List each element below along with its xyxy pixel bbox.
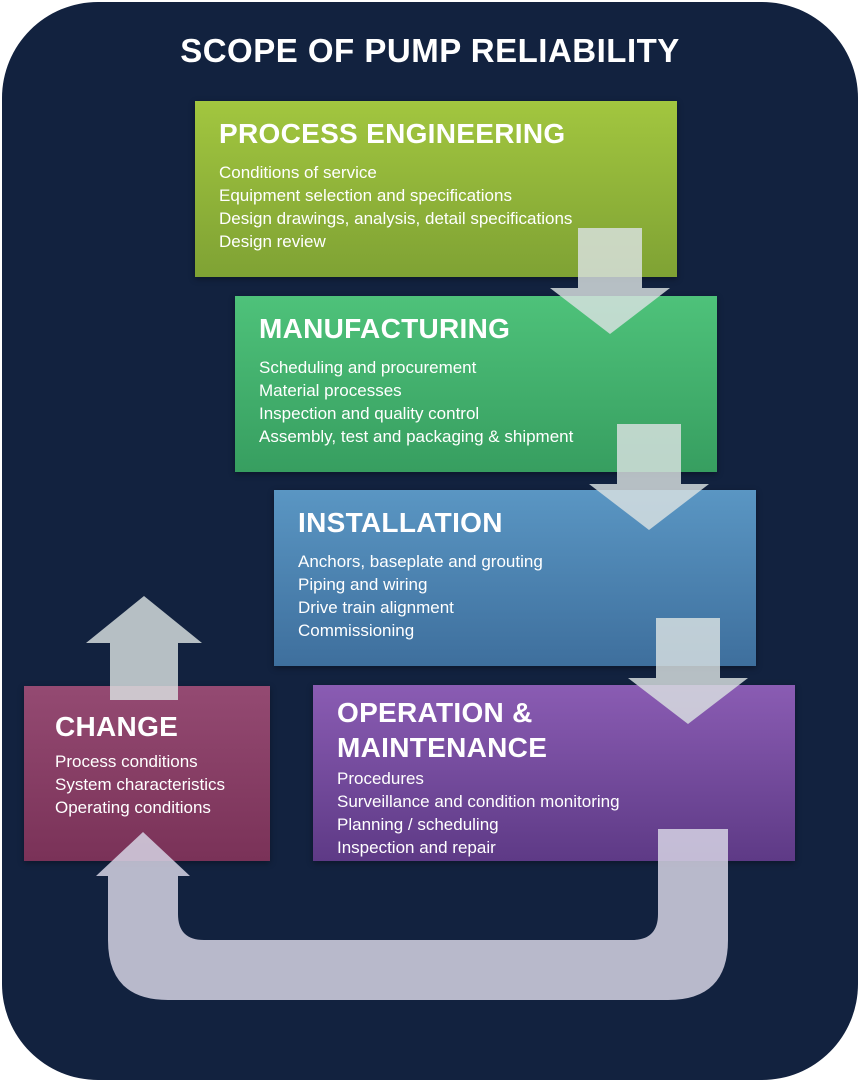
list-item: System characteristics: [55, 775, 226, 794]
operation-maintenance-list: Procedures Surveillance and condition mo…: [337, 767, 795, 859]
list-item: Procedures: [337, 769, 424, 788]
heading-line: OPERATION &: [337, 697, 533, 728]
down-arrow-icon: [589, 424, 709, 530]
list-item: Conditions of service: [219, 163, 377, 182]
process-engineering-heading: PROCESS ENGINEERING: [219, 118, 566, 149]
list-item: Drive train alignment: [298, 598, 454, 617]
list-item: Assembly, test and packaging & shipment: [259, 427, 574, 446]
operation-maintenance-heading: OPERATION & MAINTENANCE: [337, 695, 795, 765]
process-engineering-list: Conditions of service Equipment selectio…: [219, 161, 677, 253]
list-item: Design drawings, analysis, detail specif…: [219, 209, 573, 228]
down-arrow-icon: [628, 618, 748, 724]
diagram-title: SCOPE OF PUMP RELIABILITY: [180, 32, 680, 69]
manufacturing-heading: MANUFACTURING: [259, 313, 511, 344]
list-item: Process conditions: [55, 752, 198, 771]
list-item: Anchors, baseplate and grouting: [298, 552, 543, 571]
list-item: Surveillance and condition monitoring: [337, 792, 620, 811]
installation-list: Anchors, baseplate and grouting Piping a…: [298, 550, 756, 642]
list-item: Equipment selection and specifications: [219, 186, 512, 205]
installation-box: INSTALLATION Anchors, baseplate and grou…: [274, 490, 756, 666]
up-arrow-icon: [86, 596, 202, 700]
list-item: Design review: [219, 232, 326, 251]
down-arrow-icon: [550, 228, 670, 334]
list-item: Inspection and repair: [337, 838, 496, 857]
list-item: Material processes: [259, 381, 402, 400]
change-list: Process conditions System characteristic…: [55, 750, 270, 819]
heading-line: MAINTENANCE: [337, 732, 548, 763]
manufacturing-list: Scheduling and procurement Material proc…: [259, 356, 717, 448]
list-item: Planning / scheduling: [337, 815, 499, 834]
list-item: Commissioning: [298, 621, 415, 640]
installation-heading: INSTALLATION: [298, 507, 503, 538]
change-heading: CHANGE: [55, 711, 179, 742]
list-item: Operating conditions: [55, 798, 211, 817]
list-item: Piping and wiring: [298, 575, 428, 594]
list-item: Scheduling and procurement: [259, 358, 477, 377]
change-box: CHANGE Process conditions System charact…: [24, 686, 270, 861]
return-arrow-icon: [96, 829, 728, 1000]
list-item: Inspection and quality control: [259, 404, 480, 423]
